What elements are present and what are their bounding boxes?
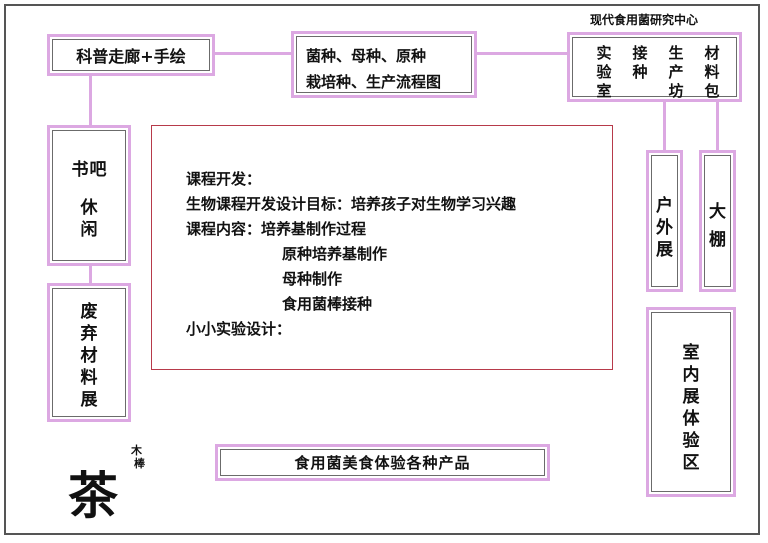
course-development-box: 课程开发： 生物课程开发设计目标：培养孩子对生物学习兴趣 课程内容：培养基制作过… bbox=[151, 125, 613, 370]
char: 棚 bbox=[709, 230, 726, 250]
char: 验 bbox=[682, 431, 700, 451]
char: 材 bbox=[80, 346, 98, 366]
char: 外 bbox=[656, 218, 673, 238]
indoor-exhibit-box: 室 内 展 体 验 区 bbox=[646, 307, 736, 497]
char: 木 bbox=[131, 444, 142, 457]
lab-cell: 坊 bbox=[668, 82, 684, 100]
process-line-2: 栽培种、生产流程图 bbox=[306, 73, 442, 91]
char: 吧 bbox=[89, 160, 107, 180]
research-center-title: 现代食用菌研究中心 bbox=[590, 13, 699, 27]
lab-cell: 种 bbox=[632, 63, 648, 81]
greenhouse-box: 大 棚 bbox=[699, 150, 736, 292]
lab-cell bbox=[622, 80, 658, 99]
lab-cell: 实 bbox=[596, 44, 612, 62]
outdoor-exhibit-label: 户 外 展 bbox=[649, 195, 680, 261]
connector-lab-outdoor bbox=[663, 102, 666, 150]
lab-workshop-grid: 实 接 生 材 验 种 产 料 室 坊 包 bbox=[586, 42, 730, 100]
lab-cell: 验 bbox=[596, 63, 612, 81]
waste-material-box: 废 弃 材 料 展 bbox=[47, 283, 131, 422]
char: 弃 bbox=[80, 324, 98, 344]
char: 室 bbox=[682, 343, 700, 363]
course-experiment: 小小实验设计： bbox=[186, 320, 292, 338]
char: 闲 bbox=[80, 220, 98, 240]
connector-lab-greenhouse bbox=[716, 102, 719, 150]
connector-corridor-process bbox=[214, 52, 292, 55]
char: 料 bbox=[80, 368, 98, 388]
lab-cell: 料 bbox=[704, 63, 720, 81]
lab-cell: 室 bbox=[596, 82, 612, 100]
science-corridor-label: 科普走廊+手绘 bbox=[76, 47, 186, 66]
course-item: 食用菌棒接种 bbox=[282, 295, 373, 313]
connector-corridor-bookbar bbox=[89, 75, 92, 125]
lab-cell: 生 bbox=[668, 44, 684, 62]
char: 内 bbox=[682, 365, 700, 385]
connector-process-lab bbox=[476, 52, 568, 55]
char: 区 bbox=[682, 453, 700, 473]
char: 展 bbox=[656, 240, 673, 260]
indoor-exhibit-label: 室 内 展 体 验 区 bbox=[649, 342, 733, 474]
book-bar-label: 书 吧 bbox=[50, 159, 128, 181]
process-flow-box: 菌种、母种、原种 栽培种、生产流程图 bbox=[291, 31, 477, 98]
tea-calligraphy: 茶 bbox=[68, 467, 118, 525]
leisure-label: 休 闲 bbox=[50, 197, 128, 241]
course-item: 母种制作 bbox=[282, 270, 343, 288]
lab-cell: 材 bbox=[704, 44, 720, 62]
course-item: 原种培养基制作 bbox=[282, 245, 388, 263]
course-content-label: 课程内容：培养基制作过程 bbox=[186, 220, 367, 238]
char: 休 bbox=[80, 198, 98, 218]
connector-bookbar-waste bbox=[89, 265, 92, 283]
char: 展 bbox=[80, 390, 98, 410]
char: 棒 bbox=[134, 457, 145, 470]
course-goal: 生物课程开发设计目标：培养孩子对生物学习兴趣 bbox=[186, 195, 517, 213]
science-corridor-box: 科普走廊+手绘 bbox=[47, 34, 215, 76]
char: 体 bbox=[682, 409, 700, 429]
process-line-1: 菌种、母种、原种 bbox=[306, 47, 427, 65]
book-bar-box: 书 吧 休 闲 bbox=[47, 125, 131, 266]
outdoor-exhibit-box: 户 外 展 bbox=[646, 150, 683, 292]
char: 大 bbox=[709, 202, 726, 222]
lab-cell: 接 bbox=[632, 44, 648, 62]
lab-workshop-box: 实 接 生 材 验 种 产 料 室 坊 包 bbox=[567, 32, 742, 102]
waste-material-label: 废 弃 材 料 展 bbox=[50, 301, 128, 411]
lab-cell: 包 bbox=[704, 82, 720, 100]
char: 废 bbox=[80, 302, 98, 322]
course-heading: 课程开发： bbox=[186, 170, 262, 188]
char: 书 bbox=[71, 160, 89, 180]
food-products-label: 食用菌美食体验各种产品 bbox=[294, 454, 471, 472]
greenhouse-label: 大 棚 bbox=[702, 201, 733, 251]
char: 户 bbox=[656, 196, 673, 216]
lab-cell: 产 bbox=[668, 63, 684, 81]
char: 展 bbox=[682, 387, 700, 407]
mubang-calligraphy: 木 棒 bbox=[131, 444, 145, 470]
food-products-box: 食用菌美食体验各种产品 bbox=[215, 444, 550, 481]
